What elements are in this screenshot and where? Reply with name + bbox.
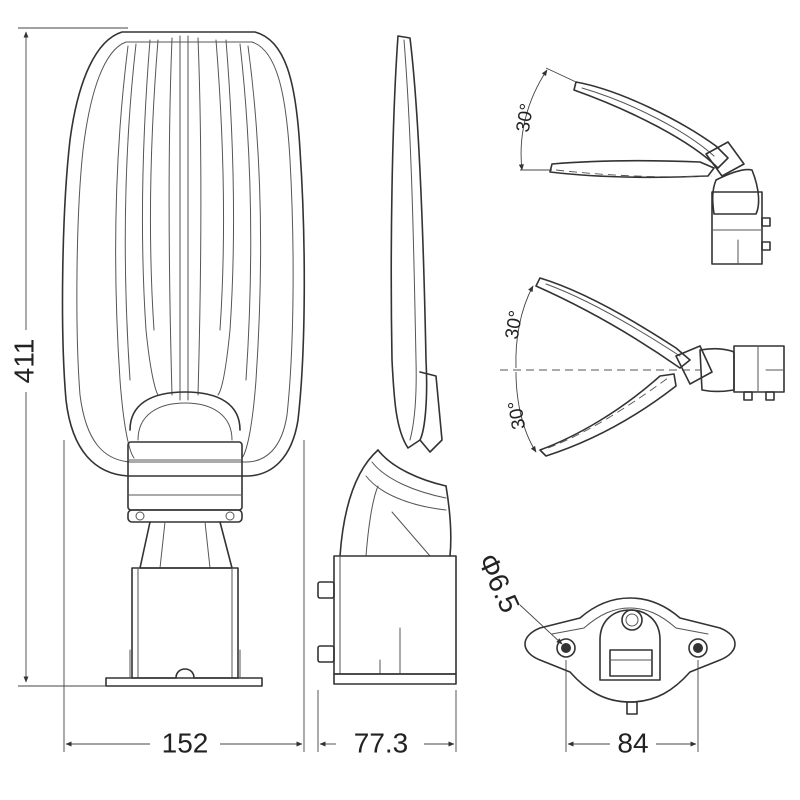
- hole-diameter-callout: Φ6.5: [472, 549, 563, 645]
- hole-diameter-label: Φ6.5: [472, 549, 526, 618]
- middle-tilt-up-label: 30°: [502, 309, 528, 341]
- bottom-width-dimension: 84: [565, 660, 699, 758]
- side-view: [317, 35, 457, 685]
- tilt-view-top: 30°: [513, 67, 771, 265]
- side-width-dimension: 77.3: [317, 690, 457, 758]
- front-view: [61, 31, 306, 687]
- bottom-width-label: 84: [617, 727, 648, 758]
- tilt-view-middle: 30° 30°: [500, 277, 785, 457]
- bottom-view: [524, 597, 736, 715]
- side-width-label: 77.3: [354, 727, 409, 758]
- height-label: 411: [8, 339, 39, 384]
- front-width-dimension: 152: [63, 440, 305, 758]
- middle-tilt-down-label: 30°: [505, 399, 531, 431]
- front-width-label: 152: [162, 727, 209, 758]
- top-tilt-label: 30°: [513, 102, 539, 134]
- height-dimension: 411: [8, 27, 128, 687]
